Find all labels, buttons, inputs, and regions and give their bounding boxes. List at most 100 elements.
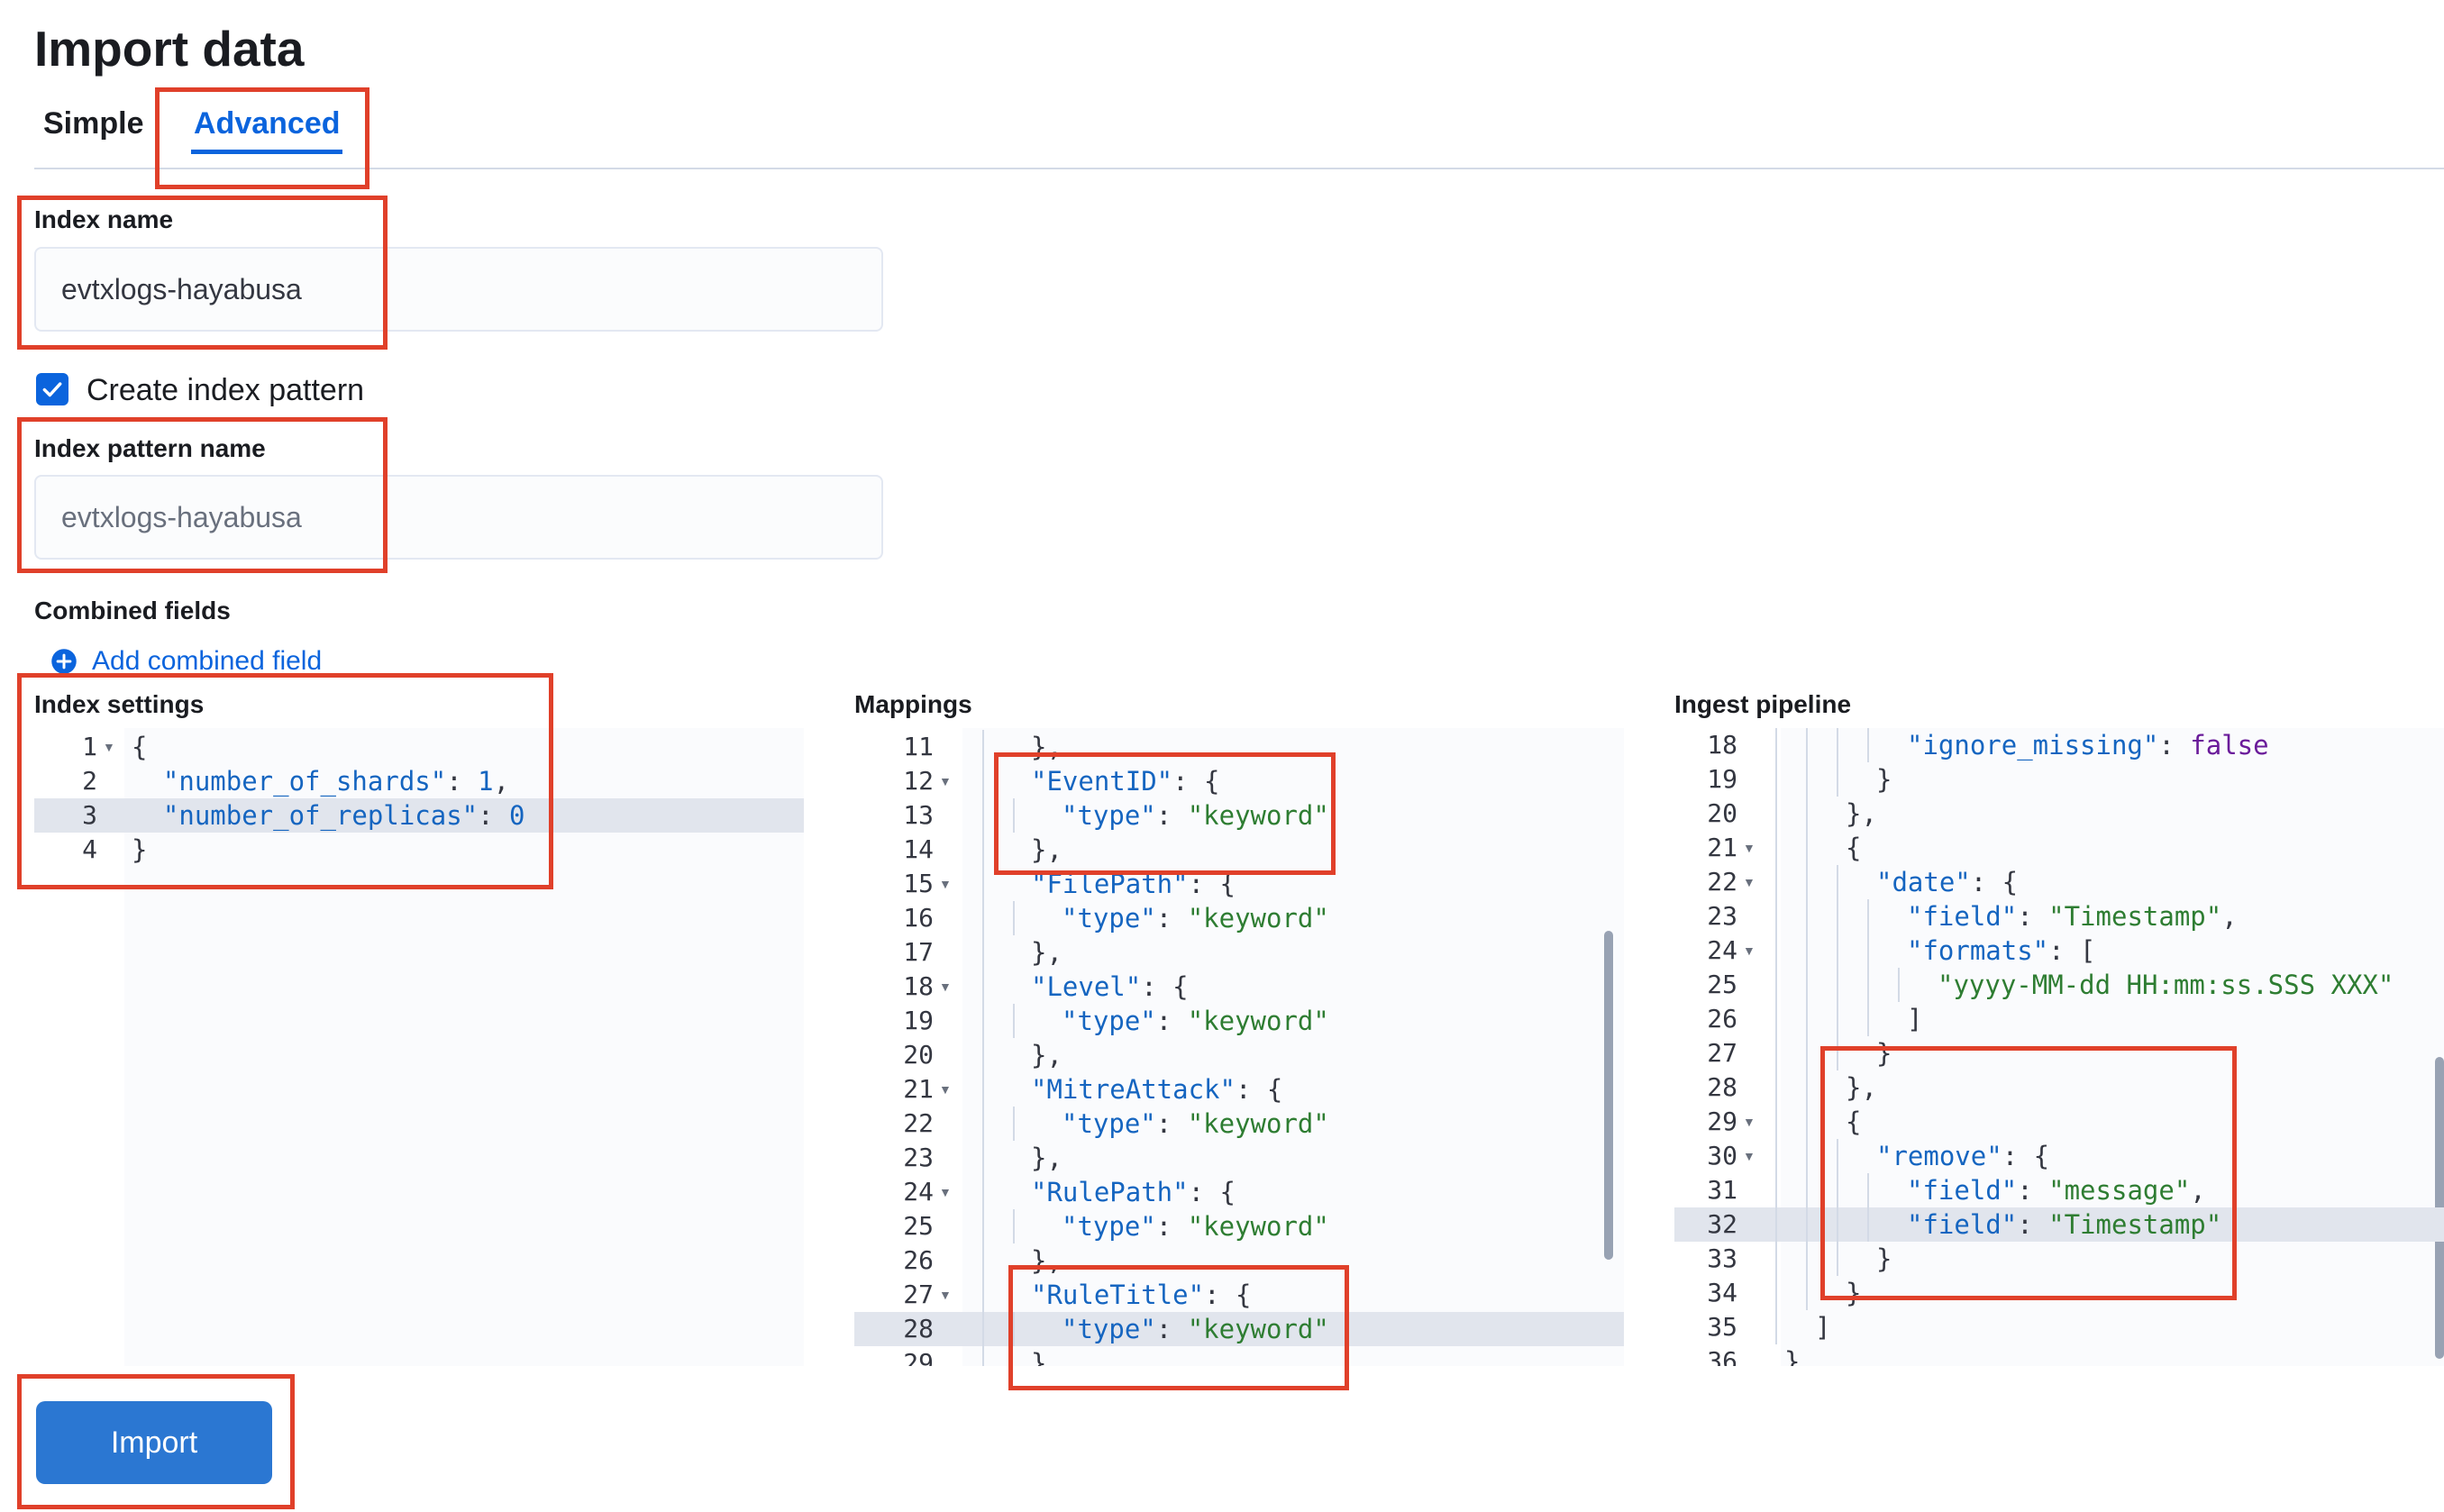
- code-text[interactable]: "number_of_replicas": 0: [162, 800, 525, 831]
- code-line[interactable]: 26},: [854, 1243, 1624, 1278]
- code-line[interactable]: 2 "number_of_shards": 1,: [34, 764, 804, 798]
- code-line[interactable]: 31"field": "message",: [1674, 1173, 2444, 1207]
- code-text[interactable]: {: [132, 732, 148, 762]
- code-line[interactable]: 19}: [1674, 762, 2444, 797]
- code-line[interactable]: 27}: [1674, 1036, 2444, 1070]
- code-text[interactable]: "type": "keyword": [1062, 800, 1329, 831]
- code-text[interactable]: "ignore_missing": false: [1907, 730, 2269, 761]
- tab-simple[interactable]: Simple: [43, 106, 144, 141]
- add-combined-field-link[interactable]: Add combined field: [50, 646, 322, 677]
- index-pattern-name-input[interactable]: [34, 475, 883, 560]
- code-line[interactable]: 11},: [854, 730, 1624, 764]
- chevron-down-icon[interactable]: ▼: [1743, 943, 1755, 958]
- code-text[interactable]: },: [1846, 1072, 1877, 1103]
- code-text[interactable]: ]: [1907, 1004, 1923, 1034]
- code-line[interactable]: 20},: [854, 1038, 1624, 1072]
- code-text[interactable]: }: [1876, 764, 1892, 795]
- code-line[interactable]: 16"type": "keyword": [854, 901, 1624, 935]
- code-text[interactable]: "field": "Timestamp",: [1907, 901, 2238, 932]
- code-line[interactable]: 29▼{: [1674, 1105, 2444, 1139]
- code-text[interactable]: {: [1846, 1107, 1862, 1137]
- code-text[interactable]: }: [132, 834, 148, 865]
- code-line[interactable]: 21▼"MitreAttack": {: [854, 1072, 1624, 1107]
- chevron-down-icon[interactable]: ▼: [939, 1082, 952, 1097]
- code-text[interactable]: "RulePath": {: [1031, 1177, 1236, 1207]
- add-combined-field-text[interactable]: Add combined field: [92, 646, 323, 676]
- code-line[interactable]: 36}: [1674, 1344, 2444, 1366]
- code-text[interactable]: },: [1031, 1245, 1062, 1276]
- code-line[interactable]: 35]: [1674, 1310, 2444, 1344]
- code-text[interactable]: "number_of_shards": 1,: [162, 766, 510, 797]
- code-line[interactable]: 34}: [1674, 1276, 2444, 1310]
- code-line[interactable]: 17},: [854, 935, 1624, 970]
- code-line[interactable]: 4}: [34, 833, 804, 867]
- code-text[interactable]: }: [1876, 1243, 1892, 1274]
- code-line[interactable]: 24▼"formats": [: [1674, 934, 2444, 968]
- code-text[interactable]: "type": "keyword": [1062, 1006, 1329, 1036]
- tab-advanced[interactable]: Advanced: [194, 106, 341, 141]
- code-line[interactable]: 14},: [854, 833, 1624, 867]
- code-line[interactable]: 26]: [1674, 1002, 2444, 1036]
- code-text[interactable]: "type": "keyword": [1062, 903, 1329, 934]
- code-line[interactable]: 23"field": "Timestamp",: [1674, 899, 2444, 934]
- code-text[interactable]: },: [1031, 1040, 1062, 1070]
- code-text[interactable]: ]: [1815, 1312, 1831, 1343]
- create-index-pattern-label[interactable]: Create index pattern: [87, 373, 365, 407]
- code-text[interactable]: },: [1031, 1348, 1062, 1366]
- chevron-down-icon[interactable]: ▼: [939, 1185, 952, 1199]
- code-text[interactable]: "type": "keyword": [1062, 1211, 1329, 1242]
- code-line[interactable]: 22"type": "keyword": [854, 1107, 1624, 1141]
- code-text[interactable]: {: [1846, 833, 1862, 863]
- code-line[interactable]: 33}: [1674, 1242, 2444, 1276]
- chevron-down-icon[interactable]: ▼: [103, 740, 115, 754]
- code-line[interactable]: 24▼"RulePath": {: [854, 1175, 1624, 1209]
- code-text[interactable]: "type": "keyword": [1062, 1314, 1329, 1344]
- chevron-down-icon[interactable]: ▼: [1743, 875, 1755, 889]
- code-line[interactable]: 1▼{: [34, 730, 804, 764]
- code-text[interactable]: },: [1031, 937, 1062, 968]
- code-line[interactable]: 15▼"FilePath": {: [854, 867, 1624, 901]
- code-line[interactable]: 21▼{: [1674, 831, 2444, 865]
- create-index-pattern-checkbox[interactable]: [36, 373, 68, 405]
- code-line[interactable]: 19"type": "keyword": [854, 1004, 1624, 1038]
- chevron-down-icon[interactable]: ▼: [939, 1288, 952, 1302]
- chevron-down-icon[interactable]: ▼: [1743, 841, 1755, 855]
- code-line[interactable]: 23},: [854, 1141, 1624, 1175]
- code-text[interactable]: },: [1846, 798, 1877, 829]
- mappings-scrollbar[interactable]: [1604, 931, 1613, 1260]
- code-text[interactable]: },: [1031, 1143, 1062, 1173]
- code-line[interactable]: 22▼"date": {: [1674, 865, 2444, 899]
- code-text[interactable]: "RuleTitle": {: [1031, 1280, 1252, 1310]
- code-text[interactable]: }: [1846, 1278, 1862, 1308]
- code-text[interactable]: }: [1784, 1346, 1801, 1366]
- chevron-down-icon[interactable]: ▼: [939, 877, 952, 891]
- code-line[interactable]: 30▼"remove": {: [1674, 1139, 2444, 1173]
- code-line[interactable]: 12▼"EventID": {: [854, 764, 1624, 798]
- code-text[interactable]: },: [1031, 834, 1062, 865]
- import-button[interactable]: Import: [36, 1401, 272, 1484]
- code-text[interactable]: "MitreAttack": {: [1031, 1074, 1283, 1105]
- code-text[interactable]: "remove": {: [1876, 1141, 2050, 1171]
- code-text[interactable]: "formats": [: [1907, 935, 2096, 966]
- code-line[interactable]: 25"type": "keyword": [854, 1209, 1624, 1243]
- code-text[interactable]: "date": {: [1876, 867, 2019, 897]
- code-line[interactable]: 13"type": "keyword": [854, 798, 1624, 833]
- code-text[interactable]: "field": "Timestamp": [1907, 1209, 2222, 1240]
- code-line[interactable]: 18"ignore_missing": false: [1674, 728, 2444, 762]
- code-text[interactable]: "yyyy-MM-dd HH:mm:ss.SSS XXX": [1938, 970, 2394, 1000]
- code-text[interactable]: }: [1876, 1038, 1892, 1069]
- code-text[interactable]: "type": "keyword": [1062, 1108, 1329, 1139]
- code-line[interactable]: 27▼"RuleTitle": {: [854, 1278, 1624, 1312]
- code-line[interactable]: 25"yyyy-MM-dd HH:mm:ss.SSS XXX": [1674, 968, 2444, 1002]
- code-line[interactable]: 20},: [1674, 797, 2444, 831]
- mappings-editor[interactable]: 11},12▼"EventID": {13"type": "keyword"14…: [854, 728, 1624, 1366]
- code-text[interactable]: "field": "message",: [1907, 1175, 2206, 1206]
- chevron-down-icon[interactable]: ▼: [1743, 1149, 1755, 1163]
- code-text[interactable]: "FilePath": {: [1031, 869, 1236, 899]
- code-line[interactable]: 18▼"Level": {: [854, 970, 1624, 1004]
- chevron-down-icon[interactable]: ▼: [939, 774, 952, 788]
- index-name-input[interactable]: [34, 247, 883, 332]
- code-text[interactable]: },: [1031, 732, 1062, 762]
- code-line[interactable]: 28"type": "keyword": [854, 1312, 1624, 1346]
